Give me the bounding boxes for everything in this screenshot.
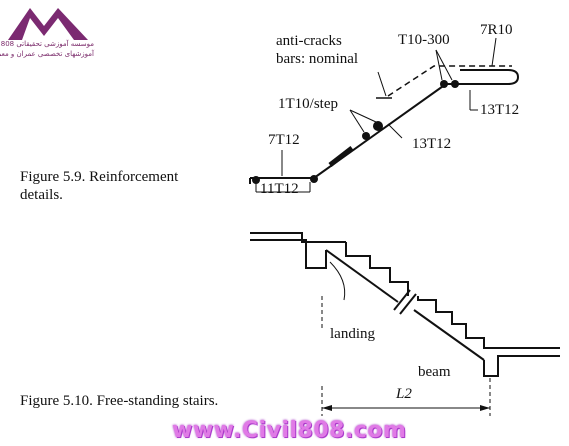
label-13t12-mid: 13T12 — [412, 136, 452, 152]
label-1t10-step: 1T10/step — [278, 96, 338, 112]
site-watermark: www.Civil808.com — [172, 418, 407, 443]
logo-line-1: موسسه آموزشی تحقیقاتی 808 — [0, 40, 94, 48]
label-11t12: 11T12 — [260, 181, 299, 197]
logo-line-2: آموزشهای تخصصی عمران و معماری — [0, 50, 94, 58]
figure-5-9-caption: Figure 5.9. Reinforcement details. — [20, 169, 179, 203]
label-beam: beam — [418, 364, 451, 380]
logo-mark-icon — [8, 8, 88, 40]
label-7r10: 7R10 — [480, 22, 513, 38]
figure-5-10-caption: Figure 5.10. Free-standing stairs. — [20, 393, 219, 409]
label-bars-nominal: bars: nominal — [276, 51, 359, 67]
label-13t12-top: 13T12 — [480, 102, 520, 118]
label-7t12: 7T12 — [268, 132, 300, 148]
label-landing: landing — [330, 326, 375, 342]
label-anti-cracks: anti-cracks — [276, 33, 342, 49]
label-t10-300: T10-300 — [398, 32, 450, 48]
label-l2: L2 — [396, 386, 412, 402]
publisher-logo: موسسه آموزشی تحقیقاتی 808 آموزشهای تخصصی… — [0, 2, 96, 72]
